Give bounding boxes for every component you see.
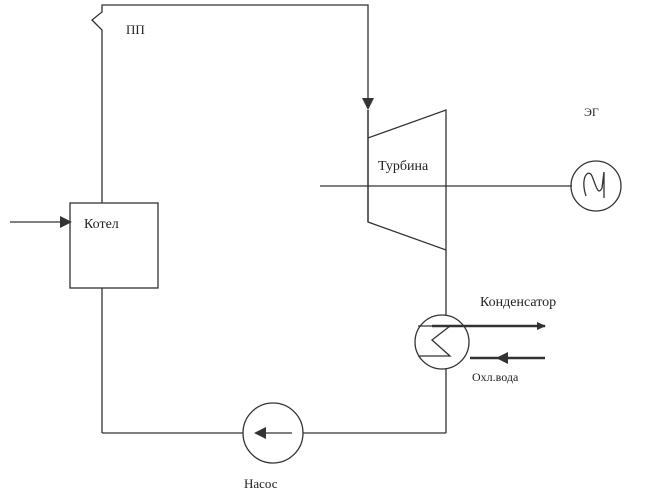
boiler-label: Котел xyxy=(84,217,119,232)
condenser-label: Конденсатор xyxy=(480,295,556,310)
cooling-water-label: Охл.вода xyxy=(472,370,519,384)
turbine xyxy=(367,109,447,251)
steam-arrow-icon xyxy=(362,98,374,110)
condenser-coil-icon xyxy=(418,325,452,357)
condenser xyxy=(414,314,470,370)
cooling-water-in-arrow-icon xyxy=(496,352,508,364)
pump xyxy=(242,402,304,464)
generator-symbol-icon xyxy=(583,171,605,198)
generator xyxy=(570,160,622,212)
fuel-input-arrow-icon xyxy=(60,216,72,228)
pump-arrow-icon xyxy=(254,427,266,439)
boiler xyxy=(69,202,159,289)
steam-line xyxy=(91,4,369,203)
pump-label: Насос xyxy=(244,476,278,491)
turbine-label: Турбина xyxy=(378,159,429,174)
superheater-label: ПП xyxy=(126,22,145,37)
generator-label: ЭГ xyxy=(584,105,599,119)
